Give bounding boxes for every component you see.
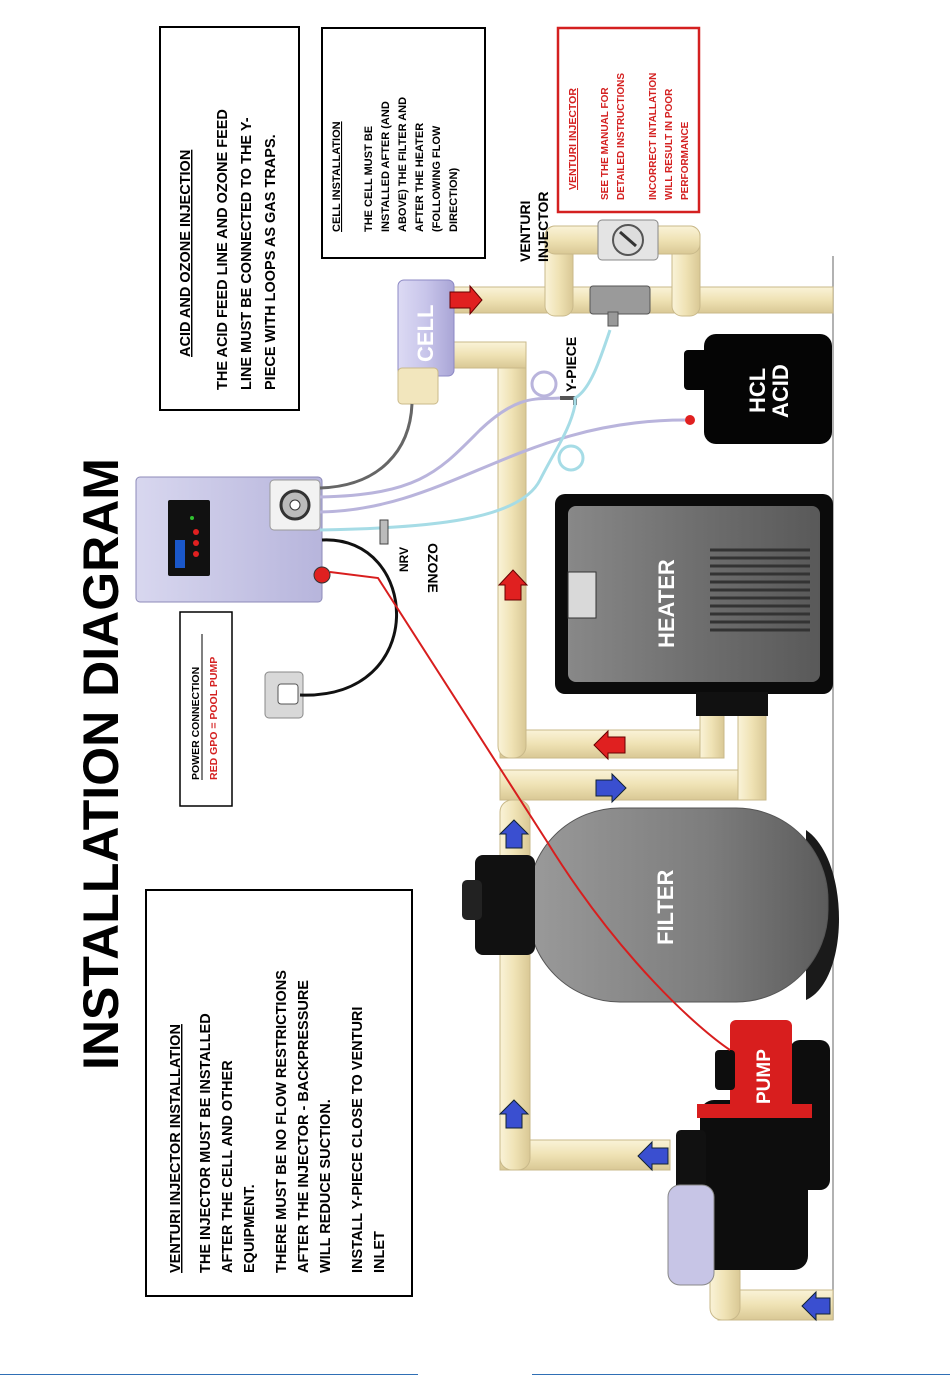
acid-ozone-heading: ACID AND OZONE INJECTION [178,150,194,357]
cell-note-line-3: ABOVE) THE FILTER AND [397,97,409,232]
flow-arrow-cell-out [449,284,483,316]
install-line-2: AFTER THE CELL AND OTHER [220,1060,236,1273]
acid-ozone-line-2: LINE MUST BE CONNECTED TO THE Y- [239,117,255,390]
hcl-label: HCL [745,368,770,413]
venturi-note-line-5: WILL RESULT IN POOR [664,88,675,200]
flow-arrow-suction [801,1290,831,1322]
feed-lines [299,329,731,1051]
heater: HEATER [555,494,833,716]
power-heading: POWER CONNECTION [190,667,202,780]
heater-label: HEATER [654,559,679,648]
flow-arrow-heater-out [593,729,626,761]
power-connection-note: POWER CONNECTION RED GPO = POOL PUMP [179,611,233,807]
acid-label: ACID [768,364,793,418]
cell-note-heading: CELL INSTALLATION [331,121,343,232]
chlorinator-controller [135,476,331,603]
nrv-label: NRV [397,547,411,572]
install-line-1: THE INJECTOR MUST BE INSTALLED [198,1013,214,1273]
flow-arrow-pump-out [637,1140,669,1172]
venturi-note-line-6: PERFORMANCE [680,121,691,200]
venturi-injector [589,219,659,327]
nrv-valve [379,519,389,545]
install-line-7: WILL REDUCE SUCTION. [318,1099,334,1273]
venturi-label-line-2: INJECTOR [535,191,551,262]
install-line-3: EQUIPMENT. [242,1184,258,1273]
install-line-10: INLET [372,1231,388,1273]
cell-note-line-6: DIRECTION) [448,168,460,233]
flow-arrow-filter-out [595,772,627,804]
footer-rule-right [532,1374,950,1375]
venturi-warning-note: VENTURI INJECTOR SEE THE MANUAL FOR DETA… [556,26,701,214]
cell-installation-note: CELL INSTALLATION THE CELL MUST BE INSTA… [321,27,486,259]
cell-note-line-4: AFTER THE HEATER [414,123,426,232]
power-red-gpo: RED GPO = POOL PUMP [208,657,220,780]
acid-ozone-note: ACID AND OZONE INJECTION THE ACID FEED L… [159,26,300,411]
cell-note-line-1: THE CELL MUST BE [363,126,375,232]
filter-label: FILTER [653,870,678,945]
flow-arrow-cell-in [497,569,529,601]
install-line-5: THERE MUST BE NO FLOW RESTRICTIONS [274,970,290,1273]
install-line-6: AFTER THE INJECTOR - BACKPRESSURE [296,980,312,1273]
pump-label: PUMP [754,1049,775,1104]
venturi-note-line-2: DETAILED INSTRUCTIONS [616,73,627,200]
venturi-installation-note: VENTURI INJECTOR INSTALLATION THE INJECT… [145,889,413,1297]
power-outlet [264,671,304,719]
flow-arrow-filter-in [498,819,530,849]
hcl-acid-container: HCL ACID [684,334,832,444]
cell-label: CELL [413,305,438,362]
flow-arrows [449,284,831,1322]
footer-rule-left [0,1374,418,1375]
install-line-9: INSTALL Y-PIECE CLOSE TO VENTURI [350,1007,366,1273]
acid-ozone-line-1: THE ACID FEED LINE AND OZONE FEED [215,109,231,390]
filter: FILTER [462,807,839,1003]
chlorinator-cell: CELL [397,279,455,405]
y-piece-label: Y-PIECE [563,337,579,392]
venturi-note-line-1: SEE THE MANUAL FOR [600,87,611,200]
install-heading: VENTURI INJECTOR INSTALLATION [168,1024,184,1273]
flow-arrow-pump-riser [498,1099,530,1129]
cell-note-line-5: (FOLLOWING FLOW [431,125,443,232]
cell-note-line-2: INSTALLED AFTER (AND [380,101,392,232]
venturi-note-heading: VENTURI INJECTOR [567,88,579,190]
acid-ozone-line-3: PIECE WITH LOOPS AS GAS TRAPS. [263,134,279,390]
ozone-label: OZONE [425,543,441,593]
page-title: INSTALLATION DIAGRAM [73,458,129,1070]
venturi-note-line-4: INCORRECT INTALLATION [648,73,659,200]
pool-pump: PUMP [667,1020,830,1286]
venturi-label-line-1: VENTURI [517,201,533,262]
